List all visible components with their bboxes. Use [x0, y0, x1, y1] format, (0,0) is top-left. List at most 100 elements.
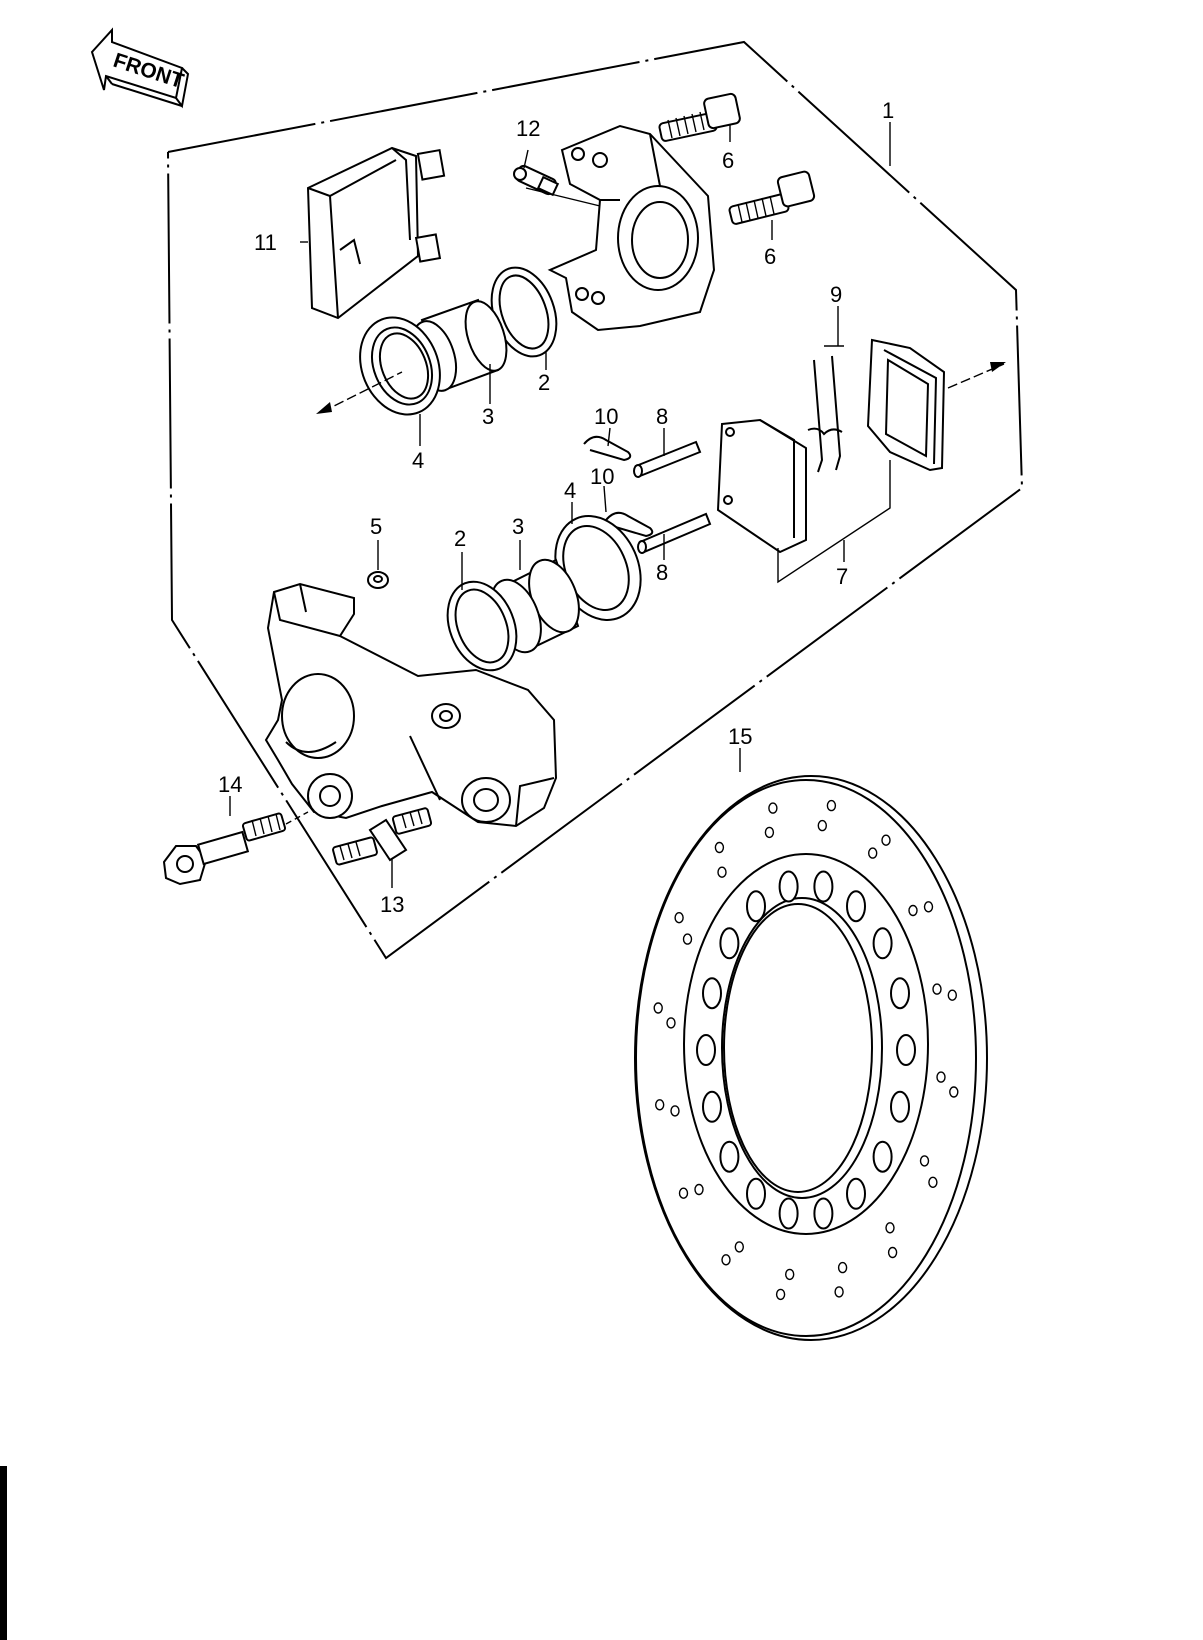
scan-margin-mark	[0, 1466, 7, 1640]
disc-drill-hole	[734, 1241, 744, 1253]
disc-vent-hole	[746, 1177, 766, 1210]
callout-2-lower: 2	[454, 526, 466, 551]
disc-vent-hole	[846, 890, 866, 923]
assembly-outline	[167, 40, 1024, 960]
disc-drill-hole	[932, 983, 942, 995]
disc-vent-hole	[890, 977, 910, 1010]
pad-pin-clip-10-upper	[583, 435, 632, 462]
disc-drill-hole	[764, 826, 775, 839]
disc-vent-hole	[719, 1140, 740, 1173]
disc-vent-hole	[813, 1197, 834, 1230]
callout-10-lower: 10	[590, 464, 614, 489]
callout-11: 11	[254, 230, 277, 255]
disc-drill-hole	[674, 912, 684, 924]
pad-pin-8-lower	[637, 512, 712, 554]
bleed-valve-12	[513, 164, 560, 197]
brake-disc-15	[634, 775, 988, 1341]
disc-holes	[653, 799, 959, 1301]
dust-seal-4-upper	[359, 316, 441, 416]
front-arrow-marker: FRONT	[90, 27, 190, 109]
callout-2-upper: 2	[538, 370, 550, 395]
mounting-bolt-6-upper	[658, 92, 741, 142]
disc-drill-hole	[936, 1071, 946, 1083]
disc-vent-hole	[846, 1177, 866, 1210]
disc-drill-hole	[653, 1002, 663, 1014]
disc-drill-hole	[885, 1222, 895, 1234]
disc-drill-hole	[655, 1099, 665, 1111]
disc-drill-hole	[923, 901, 934, 913]
disc-drill-hole	[775, 1288, 786, 1301]
disc-vent-hole	[813, 870, 834, 903]
disc-drill-hole	[768, 802, 778, 814]
disc-drill-hole	[928, 1176, 938, 1189]
pad-shim-9	[807, 355, 843, 473]
caliper-stud-13	[332, 807, 433, 866]
disc-drill-hole	[834, 1286, 844, 1298]
disc-vent-hole	[696, 1034, 716, 1066]
disc-drill-hole	[682, 933, 693, 945]
piston-3-lower	[490, 558, 580, 654]
callout-4-upper: 4	[412, 448, 424, 473]
callout-4-lower: 4	[564, 478, 576, 503]
callout-labels: 1 2 2 3 3 4 4 5 6 6 7 8 8 9 10 10 11 12 …	[218, 98, 894, 917]
disc-drill-hole	[826, 799, 837, 812]
disc-vent-hole	[702, 1090, 722, 1123]
disc-vent-hole	[872, 927, 893, 960]
disc-vent-hole	[778, 1197, 799, 1230]
callout-10-upper: 10	[594, 404, 618, 429]
disc-vent-hole	[746, 890, 766, 923]
disc-drill-hole	[694, 1183, 704, 1196]
callout-13: 13	[380, 892, 404, 917]
disc-vent-hole	[896, 1034, 916, 1066]
callout-7: 7	[836, 564, 848, 589]
disc-drill-hole	[908, 904, 918, 917]
callout-8-upper: 8	[656, 404, 668, 429]
disc-drill-hole	[947, 989, 957, 1001]
pad-pin-clip-10-lower	[605, 511, 654, 538]
disc-drill-hole	[721, 1254, 731, 1266]
disc-drill-hole	[817, 819, 827, 832]
disc-drill-hole	[868, 847, 878, 859]
callout-6-upper: 6	[722, 148, 734, 173]
disc-drill-hole	[785, 1268, 795, 1281]
disc-vent-hole	[872, 1140, 893, 1173]
callout-14: 14	[218, 772, 242, 797]
disc-drill-hole	[949, 1086, 959, 1098]
callout-3-lower: 3	[512, 514, 524, 539]
callout-3-upper: 3	[482, 404, 494, 429]
disc-drill-hole	[678, 1187, 689, 1199]
brake-pad-7-inner	[716, 418, 807, 554]
disc-drill-hole	[666, 1017, 676, 1029]
brake-pad-7-outer	[866, 338, 946, 472]
direction-arrow-left	[316, 371, 403, 414]
disc-drill-hole	[887, 1246, 898, 1259]
piston-3-upper	[410, 298, 508, 392]
disc-drill-hole	[881, 834, 891, 846]
disc-vent-hole	[890, 1090, 910, 1123]
disc-vent-hole	[778, 870, 799, 903]
disc-drill-hole	[837, 1261, 848, 1274]
callout-12: 12	[516, 116, 540, 141]
disc-drill-hole	[919, 1155, 930, 1167]
direction-arrow-right	[947, 362, 1006, 389]
pad-holder-spring-11	[306, 146, 446, 320]
callout-15: 15	[728, 724, 752, 749]
callout-1: 1	[882, 98, 894, 123]
callout-6-lower: 6	[764, 244, 776, 269]
disc-drill-hole	[670, 1105, 680, 1117]
callout-5: 5	[370, 514, 382, 539]
disc-vent-hole	[719, 927, 740, 960]
caliper-half-lower	[264, 582, 558, 828]
callout-9: 9	[830, 282, 842, 307]
caliper-bolt-14	[162, 811, 309, 886]
pad-pin-8-upper	[633, 440, 702, 478]
mounting-bolt-6-lower	[728, 170, 816, 225]
disc-drill-hole	[717, 866, 727, 878]
piston-seal-2-lower	[446, 580, 518, 672]
caliper-half-upper	[547, 124, 716, 332]
piston-seal-2-upper	[490, 266, 558, 358]
disc-vent-hole	[702, 977, 722, 1010]
leader-lines	[229, 122, 891, 888]
